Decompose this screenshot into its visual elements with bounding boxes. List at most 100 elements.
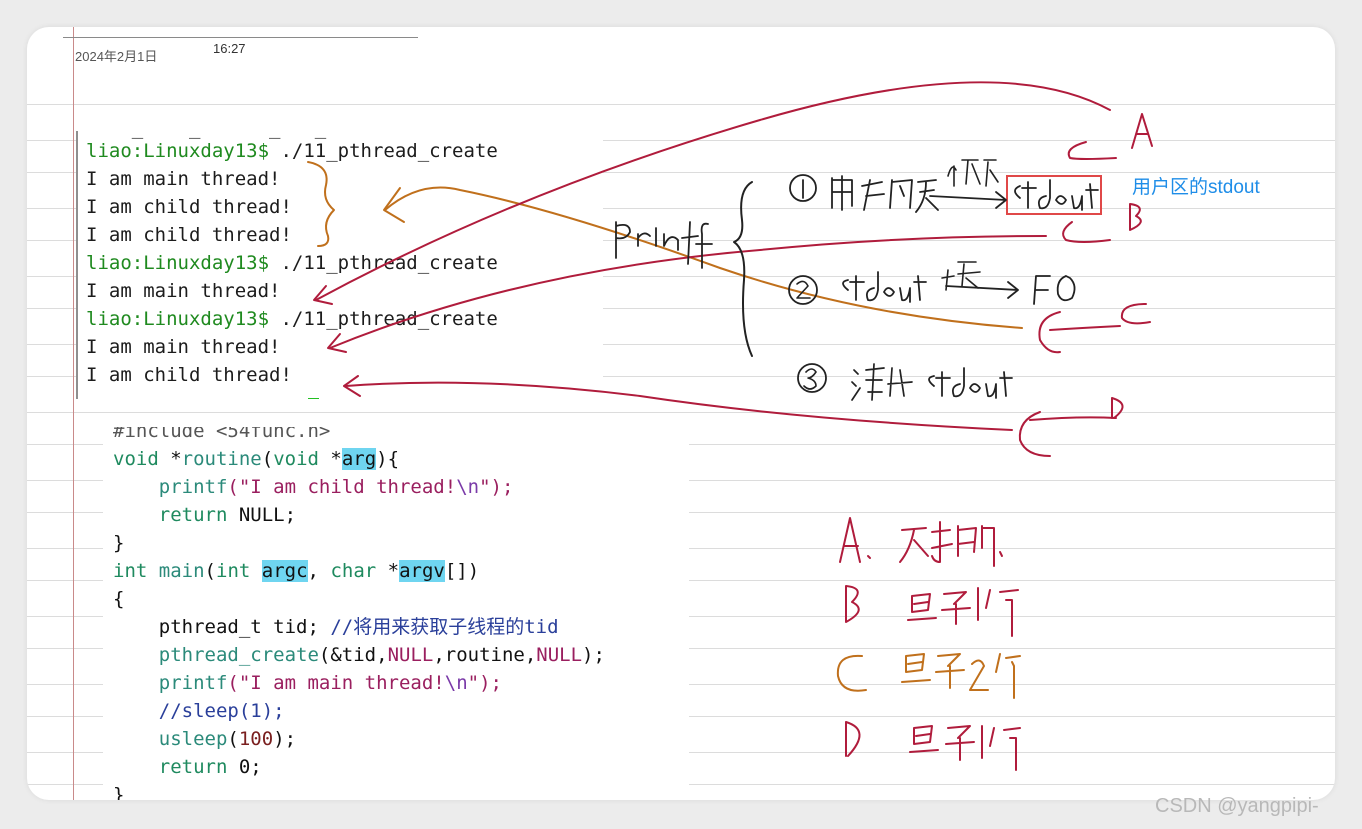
code-token: ("I am child thread! [227,476,457,498]
terminal-command: ./11_pthread_create [269,140,498,162]
code-token: (&tid, [318,644,388,666]
orange-brace [307,161,335,247]
code-token: return [158,756,228,778]
code-line: pthread_t tid; //将用来获取子线程的tid [113,613,559,641]
terminal-line: I am main thread! [86,280,281,302]
printf-handwriting [615,221,713,269]
step-3-circle [797,363,827,393]
code-line-include: #include <54func.h> [113,427,331,442]
clean-chinese [851,363,913,401]
code-comment: //将用来获取子线程的tid [330,616,559,638]
terminal-line: I am child thread! [86,224,292,246]
rule-line [27,240,1335,241]
code-token-highlight: arg [341,448,377,470]
terminal-cursor [308,398,319,399]
rule-line [27,208,1335,209]
code-token: ( [261,448,274,470]
terminal-line: I am main thread! [86,336,281,358]
terminal-line: liao:Linuxday13$ ./11_pthread_create [86,137,498,165]
terminal-line-partial [86,389,319,399]
page-date: 2024年2月1日 [75,49,158,64]
red-arrowhead-b [327,333,347,353]
rule-line [27,308,1335,309]
code-token: printf [158,672,228,694]
letter-a [1131,113,1153,149]
letter-b [1129,203,1142,231]
code-line: } [113,532,125,554]
code-line: return 0; [113,753,262,781]
code-token: pthread_t tid; [113,616,331,638]
code-token: \n [456,476,480,498]
terminal-line: I am child thread! [86,196,292,218]
terminal-line: I am child thread! [86,364,292,386]
red-arrowhead-a [313,285,333,305]
code-comment: //sleep(1); [158,700,285,722]
step-1-arrow [929,191,1007,209]
orange-arrow-line [384,186,1023,329]
code-token: NULL [536,644,583,666]
terminal-command: ./11_pthread_create [269,308,498,330]
code-token: * [318,448,342,470]
code-token: ); [273,728,297,750]
stdout-highlight-box [1006,175,1102,215]
step-2-circle [788,275,818,305]
red-arrow-d [345,381,1013,431]
code-token: , [307,560,331,582]
terminal-prompt: liao:Linuxday13$ [86,140,270,162]
watermark: CSDN @yangpipi- [1155,795,1319,817]
terminal-line: I am main thread! [86,168,281,190]
curly-brace [733,181,753,357]
page-time: 16:27 [213,41,246,56]
code-token: * [158,448,182,470]
terminal-line: liao:Linuxday13$ ./11_pthread_create [86,305,498,333]
step-2-arrow [945,281,1019,299]
code-screenshot: #include <54func.h> void *routine(void *… [103,427,689,800]
code-line: } [113,784,125,800]
terminal-screenshot: ' _ _ _ _ liao:Linuxday13$ ./11_pthread_… [76,131,603,399]
stdout-handwriting-3 [928,367,1013,399]
code-token: []) [444,560,480,582]
transfer-chinese [947,159,999,187]
code-token: ,routine, [433,644,537,666]
stdout-handwriting-1 [1014,179,1099,211]
option-d-letter [845,721,861,757]
code-token: NULL [387,644,434,666]
rule-line [27,376,1335,377]
code-token-highlight: argv [399,560,445,582]
code-token: pthread_create [158,644,319,666]
code-line: int main(int argc, char *argv[]) [113,557,479,585]
code-line: //sleep(1); [113,697,285,725]
code-token: ("I am main thread! [227,672,445,694]
option-d-text [909,725,1021,771]
margin-line [73,27,74,800]
code-token: ); [582,644,605,666]
code-line: void *routine(void *arg){ [113,445,399,473]
red-arrow-a [315,81,1111,301]
letter-c [1120,303,1151,325]
red-arrow-b [329,235,1047,349]
rule-line [27,172,1335,173]
code-token: void [113,448,159,470]
code-token: ){ [376,448,400,470]
option-c-text [901,653,1021,699]
red-arrowhead-d [343,375,361,397]
code-token: int [113,560,148,582]
header-rule [63,37,418,38]
hook-b [1062,221,1111,243]
user-stdout-note: 用户区的stdout [1132,177,1260,198]
code-token: main [158,560,205,582]
code-token: * [376,560,400,582]
code-token: routine [181,448,262,470]
hook-c [1038,311,1121,354]
note-page: 2024年2月1日 16:27 ' _ _ _ _ liao:Linuxday1… [27,27,1335,800]
option-b-letter [845,585,860,623]
step-1-chinese [831,175,939,213]
rule-line [27,140,1335,141]
code-token: ( [204,560,216,582]
code-line: return NULL; [113,501,296,529]
fo-handwriting [1033,275,1076,305]
code-token: 100 [238,728,274,750]
orange-arrowhead [383,187,405,223]
code-token: usleep [158,728,228,750]
code-token: char [330,560,377,582]
